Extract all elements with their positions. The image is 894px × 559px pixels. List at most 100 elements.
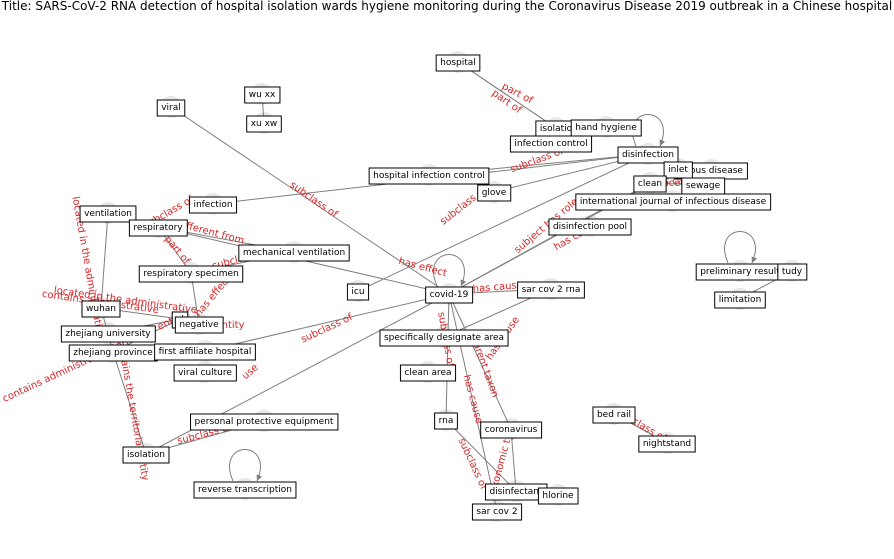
- node-label: inlet: [668, 165, 688, 175]
- node-isolation_ward[interactable]: isolatio: [535, 120, 578, 138]
- node-box: [379, 329, 509, 347]
- node-infection[interactable]: infection: [188, 196, 238, 214]
- node-hospital[interactable]: hospital: [435, 54, 481, 72]
- node-inlet[interactable]: inlet: [663, 161, 693, 179]
- node-box: [592, 406, 636, 424]
- node-disinfection[interactable]: disinfection: [617, 146, 679, 164]
- node-coronavirus[interactable]: coronavirus: [480, 421, 543, 439]
- node-limitation[interactable]: limitation: [714, 291, 766, 309]
- node-negative[interactable]: negative: [174, 316, 224, 334]
- node-label: hospital infection control: [373, 171, 485, 181]
- node-study[interactable]: tudy: [777, 263, 808, 281]
- node-preliminary[interactable]: preliminary result: [695, 263, 785, 281]
- node-hand_hygiene[interactable]: hand hygiene: [570, 119, 642, 137]
- node-ijid[interactable]: international journal of infectious dise…: [575, 193, 772, 211]
- node-zjp[interactable]: zhejiang province: [68, 344, 158, 362]
- node-box: [617, 146, 679, 164]
- node-zju[interactable]: zhejiang university: [60, 325, 156, 343]
- node-label: covid-19: [430, 290, 469, 300]
- node-label: wu xx: [249, 90, 276, 100]
- node-viral[interactable]: viral: [156, 99, 186, 117]
- node-box: [777, 263, 808, 281]
- node-resp_specimen[interactable]: respiratory specimen: [138, 265, 244, 283]
- node-label: negative: [179, 320, 219, 330]
- node-clean_area[interactable]: clean area: [399, 364, 457, 382]
- edge-label: has cause: [472, 280, 523, 295]
- node-label: specifically designate area: [384, 333, 504, 343]
- node-label: respiratory specimen: [143, 269, 238, 279]
- node-label: first affiliate hospital: [159, 347, 252, 357]
- node-label: nightstand: [643, 439, 691, 449]
- node-label: viral culture: [178, 368, 232, 378]
- node-clean[interactable]: clean: [633, 175, 667, 193]
- node-sarscov2rna[interactable]: sar cov 2 rna: [517, 281, 585, 299]
- node-nightstand[interactable]: nightstand: [638, 435, 696, 453]
- node-ppe[interactable]: personal protective equipment: [190, 413, 339, 431]
- node-chlorine[interactable]: hlorine: [537, 487, 579, 505]
- node-mech_vent[interactable]: mechanical ventilation: [238, 244, 350, 262]
- node-disinfectant[interactable]: disinfectant: [484, 483, 548, 501]
- node-label: preliminary result: [700, 267, 780, 277]
- edge-icu-disinfection: [357, 153, 649, 292]
- node-box: [154, 343, 256, 361]
- edge-label: subclass of: [288, 180, 340, 221]
- node-icu[interactable]: icu: [346, 283, 370, 301]
- edge-isolation_ward-hospital: [457, 61, 557, 129]
- node-label: isolatio: [540, 124, 573, 134]
- node-wuxx[interactable]: wu xx: [244, 86, 281, 104]
- node-box: [471, 503, 523, 521]
- node-box: [174, 316, 224, 334]
- node-box: [548, 218, 632, 236]
- node-sewage[interactable]: sewage: [681, 177, 726, 195]
- node-label: isolation: [127, 450, 165, 460]
- node-rna[interactable]: rna: [434, 412, 458, 430]
- node-xuxw[interactable]: xu xw: [246, 115, 282, 133]
- node-bed_rail[interactable]: bed rail: [592, 406, 636, 424]
- edge-zjp-isolation: [112, 351, 148, 455]
- node-isolation[interactable]: isolation: [122, 446, 170, 464]
- node-respiratory[interactable]: respiratory: [128, 219, 188, 237]
- node-viral_culture[interactable]: viral culture: [173, 364, 237, 382]
- node-rt[interactable]: reverse transcription: [193, 481, 297, 499]
- node-box: [434, 412, 458, 430]
- node-label: personal protective equipment: [195, 417, 334, 427]
- node-label: mechanical ventilation: [243, 248, 345, 258]
- node-label: sar cov 2: [476, 507, 517, 517]
- node-ventilation[interactable]: ventilation: [79, 205, 137, 223]
- node-label: disinfection: [622, 150, 674, 160]
- node-box: [368, 167, 490, 185]
- edge-covid-coronavirus: [448, 293, 512, 430]
- node-box: [193, 481, 297, 499]
- node-box: [570, 119, 642, 137]
- edge-label: has cause: [461, 374, 485, 425]
- node-label: hlorine: [542, 491, 574, 501]
- node-box: [480, 421, 543, 439]
- node-covid[interactable]: covid-19: [425, 286, 474, 304]
- node-label: reverse transcription: [198, 485, 292, 495]
- node-box: [346, 283, 370, 301]
- node-box: [714, 291, 766, 309]
- node-label: xu xw: [251, 119, 278, 129]
- node-sarscov2[interactable]: sar cov 2: [471, 503, 523, 521]
- node-sda[interactable]: specifically designate area: [379, 329, 509, 347]
- node-glove[interactable]: glove: [477, 184, 512, 202]
- node-label: rna: [439, 416, 454, 426]
- node-disinfection_pool[interactable]: disinfection pool: [548, 218, 632, 236]
- node-box: [122, 446, 170, 464]
- node-label: viral: [161, 103, 181, 113]
- node-wuhan[interactable]: wuhan: [81, 300, 121, 318]
- node-infection_control[interactable]: infection control: [509, 135, 593, 153]
- node-label: clean: [638, 179, 662, 189]
- edge-label: entity: [215, 320, 244, 331]
- node-label: ventilation: [84, 209, 132, 219]
- node-label: respiratory: [133, 223, 183, 233]
- node-label: infection control: [514, 139, 587, 149]
- node-box: [173, 364, 237, 382]
- node-hic[interactable]: hospital infection control: [368, 167, 490, 185]
- self-loop-edge: [433, 254, 467, 287]
- self-loop-edge: [229, 449, 263, 482]
- node-first_affiliate[interactable]: first affiliate hospital: [154, 343, 256, 361]
- node-box: [477, 184, 512, 202]
